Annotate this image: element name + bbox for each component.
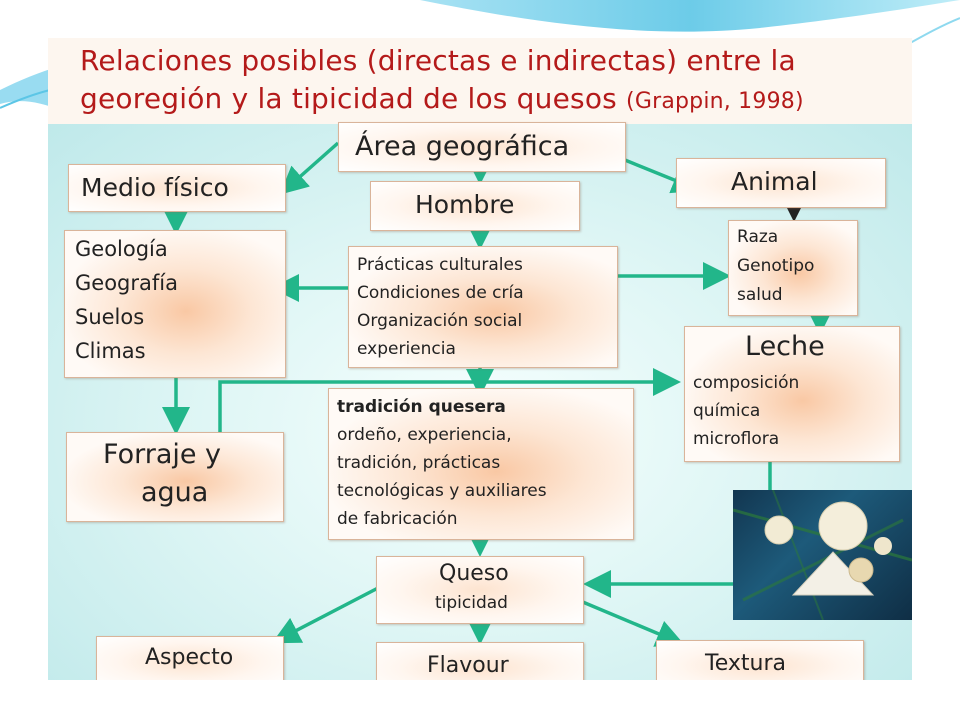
tradicion-line-0: ordeño, experiencia, [337,425,512,445]
practicas-item-2: Organización social [357,311,523,331]
node-area-geografica: Área geográfica [338,122,626,172]
practicas-item-3: experiencia [357,339,456,359]
tradicion-line-1: tradición, prácticas [337,453,501,473]
tradicion-line-2: tecnológicas y auxiliares [337,481,547,501]
geo-item-1: Geografía [75,271,178,295]
node-practicas: Prácticas culturales Condiciones de cría… [348,246,618,368]
forraje-line-0: Forraje y [103,439,222,470]
node-area-label: Área geográfica [355,131,570,162]
node-queso: Queso tipicidad [376,556,584,624]
diagram-panel: Relaciones posibles (directas e indirect… [48,38,912,680]
node-leche: Leche composición química microflora [684,326,900,462]
practicas-item-0: Prácticas culturales [357,255,523,275]
node-raza: Raza Genotipo salud [728,220,858,316]
cheese-photo [733,490,912,620]
leche-title: Leche [745,331,825,362]
queso-sub: tipicidad [435,593,508,613]
node-textura: Textura [656,640,864,680]
node-hombre: Hombre [370,181,580,231]
raza-item-0: Raza [737,227,779,247]
textura-label: Textura [705,651,786,676]
node-aspecto: Aspecto [96,636,284,680]
forraje-line-1: agua [141,477,209,508]
cheese-photo-graphic [733,490,912,620]
node-animal: Animal [676,158,886,208]
title-line-2-text: georegión y la tipicidad de los quesos [80,82,617,115]
practicas-item-1: Condiciones de cría [357,283,524,303]
leche-line-1: química [693,401,761,421]
node-forraje: Forraje y agua [66,432,284,522]
tradicion-line-3: de fabricación [337,509,458,529]
title-line-2: georegión y la tipicidad de los quesos (… [80,82,804,115]
flavour-label: Flavour [427,653,509,678]
geo-item-3: Climas [75,339,146,363]
geo-item-2: Suelos [75,305,145,329]
node-tradicion: tradición quesera ordeño, experiencia, t… [328,388,634,540]
raza-item-1: Genotipo [737,256,815,276]
geo-item-0: Geología [75,237,168,261]
title-citation: (Grappin, 1998) [626,89,804,114]
leche-line-2: microflora [693,429,780,449]
node-flavour: Flavour [376,642,584,680]
title-line-1: Relaciones posibles (directas e indirect… [80,44,796,77]
tradicion-title: tradición quesera [337,397,506,417]
node-animal-label: Animal [731,167,818,196]
node-geologia: Geología Geografía Suelos Climas [64,230,286,378]
leche-line-0: composición [693,373,800,393]
raza-item-2: salud [737,285,783,305]
title-band: Relaciones posibles (directas e indirect… [48,38,912,124]
node-medio-label: Medio físico [81,173,229,202]
node-hombre-label: Hombre [415,190,515,219]
node-medio-fisico: Medio físico [68,164,286,212]
aspecto-label: Aspecto [145,645,234,670]
queso-title: Queso [439,561,509,586]
